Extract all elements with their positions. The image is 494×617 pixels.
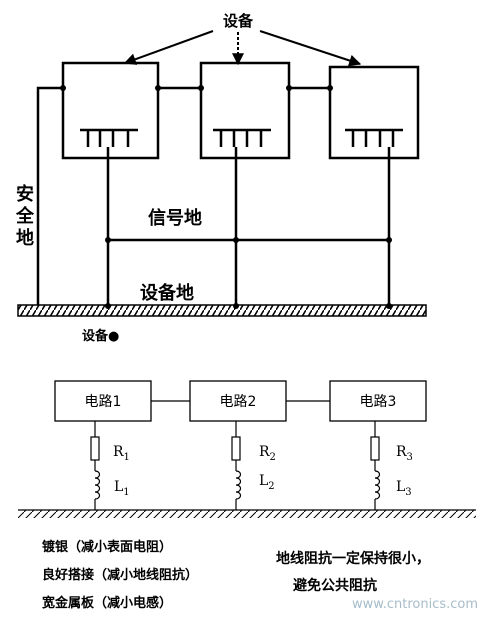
branch-1 — [90, 421, 101, 510]
bottom-caption: 设备● — [82, 328, 119, 344]
resistor-3 — [370, 436, 380, 461]
device-box-2 — [199, 61, 291, 160]
notes: 镀银（减小表面电阻） 良好搭接（减小地线阻抗） 宽金属板（减小电感） 地线阻抗一… — [41, 539, 478, 612]
device-arrow-left — [123, 30, 214, 65]
l3-label: L3 — [396, 479, 412, 498]
r1-label: R1 — [113, 444, 130, 463]
device-ground-label: 设备地 — [140, 282, 194, 304]
circuit-box-1 — [54, 380, 152, 422]
watermark: www.cntronics.com — [352, 597, 478, 612]
circuit-2-label: 电路2 — [220, 394, 257, 410]
top-grounding-diagram: 设备 信号地 设备地 设备● 安全地 — [15, 12, 427, 344]
comb-1 — [80, 128, 138, 147]
bottom-circuit-diagram: 电路1 电路2 电路3 R1 L1 R2 — [18, 380, 476, 518]
ground-plate — [17, 304, 427, 317]
device-box-3 — [328, 65, 420, 160]
resistor-1 — [90, 436, 100, 461]
circuit-box-3 — [329, 380, 427, 422]
bottom-ground-hatch — [18, 510, 476, 518]
note-right-1: 地线阻抗一定保持很小， — [276, 550, 430, 567]
safety-ground-label: 安全地 — [15, 183, 35, 249]
signal-ground-label: 信号地 — [148, 207, 202, 229]
device-arrow-right — [259, 30, 362, 67]
note-left-2: 良好搭接（减小地线阻抗） — [42, 567, 198, 583]
svg-text:安全地: 安全地 — [15, 183, 35, 249]
circuit-3-label: 电路3 — [360, 394, 397, 410]
safety-ground-char: 安 — [16, 183, 34, 205]
note-right-2: 避免公共阻抗 — [293, 577, 377, 594]
comb-2 — [213, 128, 271, 147]
inductor-3 — [374, 470, 381, 500]
safety-ground-wire — [36, 86, 63, 307]
safety-ground-char: 地 — [16, 227, 34, 249]
comb-3 — [345, 128, 403, 147]
circuit-box-2 — [189, 380, 287, 422]
circuit-1-label: 电路1 — [85, 394, 122, 410]
branch-3 — [370, 421, 381, 510]
l1-label: L1 — [114, 479, 130, 498]
r3-label: R3 — [396, 444, 413, 463]
device-label: 设备 — [223, 12, 254, 30]
l2-label: L2 — [259, 473, 275, 492]
safety-ground-char: 全 — [15, 205, 35, 227]
resistor-2 — [231, 436, 241, 461]
note-left-3: 宽金属板（减小电感） — [41, 595, 172, 611]
inductor-2 — [235, 470, 242, 500]
branch-2 — [231, 421, 242, 510]
device-box-1 — [61, 61, 160, 160]
note-left-1: 镀银（减小表面电阻） — [42, 539, 172, 555]
inductor-1 — [94, 470, 101, 500]
r2-label: R2 — [259, 444, 276, 463]
